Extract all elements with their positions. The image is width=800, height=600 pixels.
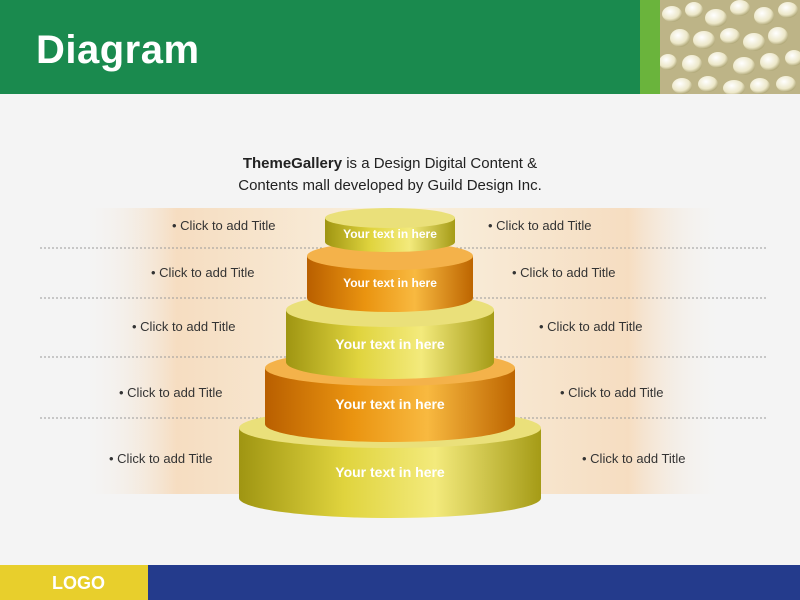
tier-3-right-title[interactable]: • Click to add Title: [539, 319, 643, 334]
tier-4-left-title[interactable]: • Click to add Title: [119, 385, 223, 400]
tier-5-right-title[interactable]: • Click to add Title: [582, 451, 686, 466]
tier-label-5: Your text in here: [335, 464, 445, 480]
header-bar: [0, 0, 640, 94]
tier-2-left-title[interactable]: • Click to add Title: [151, 265, 255, 280]
footer-logo-block: [0, 565, 148, 600]
tier-label-2: Your text in here: [343, 276, 437, 290]
subtitle-line1-rest: is a Design Digital Content &: [342, 155, 538, 172]
tier-2-right-title[interactable]: • Click to add Title: [512, 265, 616, 280]
slide-subtitle: ThemeGallery is a Design Digital Content…: [150, 153, 630, 197]
header-accent-stripe: [640, 0, 660, 94]
tier-1-left-title[interactable]: • Click to add Title: [172, 218, 276, 233]
tier-3-left-title[interactable]: • Click to add Title: [132, 319, 236, 334]
tier-1-right-title[interactable]: • Click to add Title: [488, 218, 592, 233]
tier-5-left-title[interactable]: • Click to add Title: [109, 451, 213, 466]
tier-label-3: Your text in here: [335, 335, 445, 352]
logo: LOGO: [52, 573, 105, 593]
subtitle-brand: ThemeGallery: [242, 155, 343, 172]
tier-label-1: Your text in here: [343, 227, 437, 241]
subtitle-line2: Contents mall developed by Guild Design …: [238, 177, 542, 194]
tier-label-4: Your text in here: [335, 396, 445, 412]
footer-bar: [148, 565, 800, 600]
slide-title: Diagram: [36, 28, 200, 72]
header-photo: [660, 0, 800, 94]
cylinder-tier-1: [325, 208, 455, 252]
tier-4-right-title[interactable]: • Click to add Title: [560, 385, 664, 400]
